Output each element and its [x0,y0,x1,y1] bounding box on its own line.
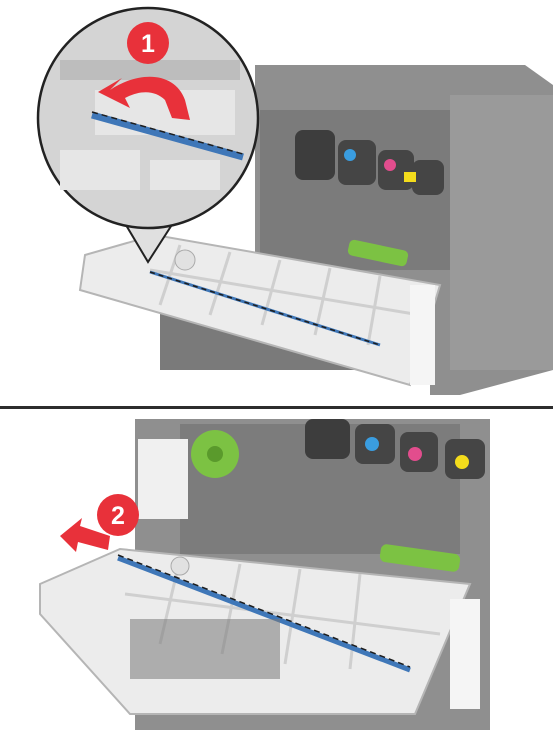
black-toner-bay [305,419,350,459]
step-2-number: 2 [111,502,125,530]
section-divider [0,406,553,409]
magenta-toner-marker [408,447,422,461]
cyan-toner-marker [344,149,356,161]
printer-lower-panel [130,619,280,679]
door-knob [175,250,195,270]
black-toner-bay [295,130,335,180]
step-1-number: 1 [141,30,155,58]
door-hinge-white [450,599,480,709]
door-hinge-white [410,285,435,385]
green-knob-center [207,446,223,462]
step-2-printer-drawing: 2 [0,414,553,730]
yellow-toner-marker [455,455,469,469]
step-1-printer-drawing: 1 [0,0,553,400]
step-1-badge: 1 [127,22,169,64]
printer-label-sticker [138,439,188,519]
cyan-toner-bay [338,140,376,185]
door-knob [171,557,189,575]
step-2-badge: 2 [97,494,139,536]
printer-side-panel [450,95,553,370]
cyan-toner-marker [365,437,379,451]
step-1-illustration: 1 [0,0,553,400]
yellow-toner-bay [412,160,444,195]
step-2-illustration: 2 [0,414,553,730]
magenta-toner-bay [378,150,414,190]
magenta-toner-marker [384,159,396,171]
yellow-toner-marker [404,172,416,182]
